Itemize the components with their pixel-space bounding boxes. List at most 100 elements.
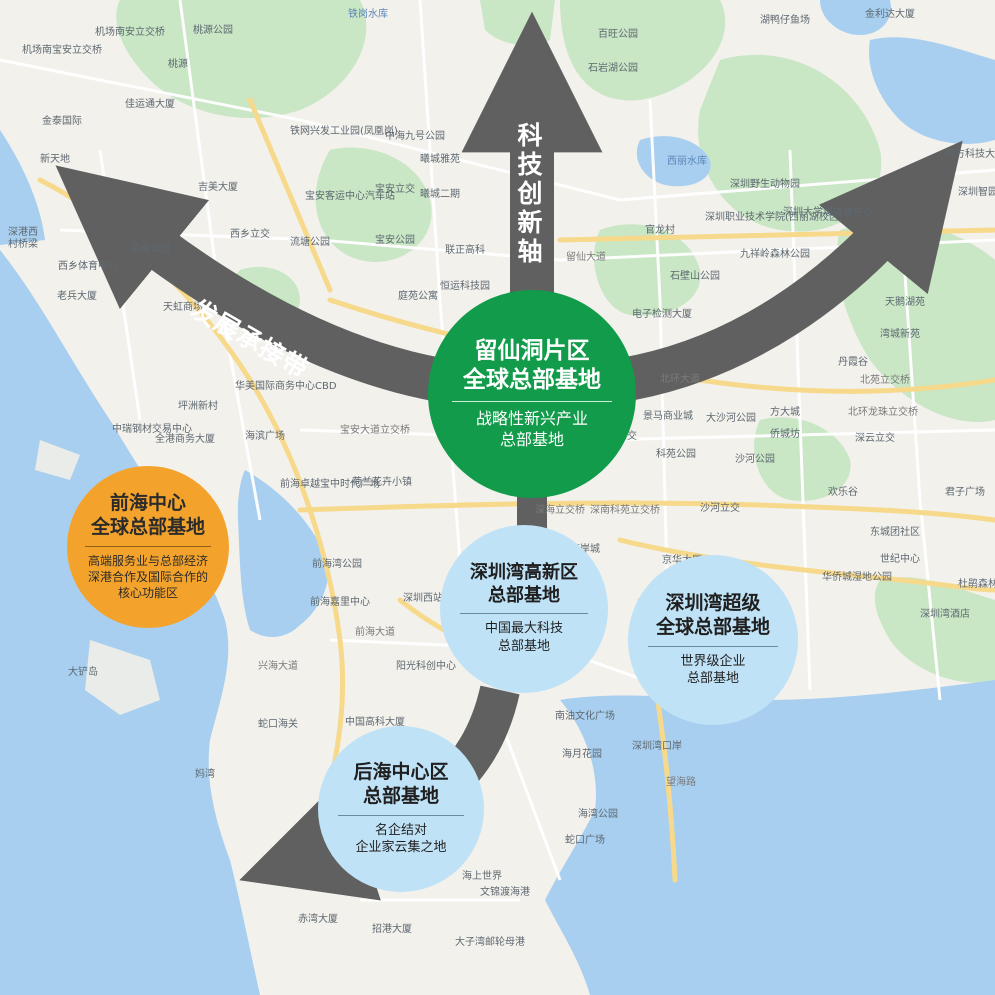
map-label: 村桥梁 [8,239,38,250]
map-label: 深港西 [8,227,38,238]
hub-desc: 总部基地 [499,430,564,450]
map-label: 君子广场 [945,487,985,498]
map-label: 深海立交桥 [535,505,585,516]
map-label: 深圳西站 [403,593,443,604]
map-label: 蛇口广场 [565,835,605,846]
hub-desc: 企业家云集之地 [355,840,447,856]
hub-title: 前海中心 [109,492,186,515]
hub-desc: 深港合作及国际合作的 [87,570,208,585]
map-label: 世纪中心 [880,554,920,565]
map-label: 老兵大厦 [57,291,97,302]
map-label: 新天地 [40,154,70,165]
hub-qianhai: 前海中心 全球总部基地 高端服务业与总部经济 深港合作及国际合作的 核心功能区 [67,466,229,628]
map-label: 海上世界 [462,871,502,882]
map-label: 华侨城湿地公园 [822,572,892,583]
hub-title: 总部基地 [488,584,560,606]
map-label: 吉美大厦 [198,182,238,193]
map-label: 机场南安立交桥 [95,27,165,38]
map-label: 九祥岭森林公园 [740,249,810,260]
map-label: 大子湾邮轮母港 [455,937,525,948]
arrow-left [55,165,444,402]
map-label: 西乡立交 [230,229,270,240]
axis-label-tech-innovation: 科技创新轴 [514,122,543,267]
map-label: 妈湾 [195,769,215,780]
map-label: 荷兰花卉小镇 [352,477,412,488]
map-label: 湖鸭仔鱼场 [760,15,810,26]
map-label: 西丽水库 [667,156,707,167]
map-label: 曦城雅苑 [420,154,460,165]
hub-title: 后海中心区 [353,761,449,784]
map-label: 宝安公园 [375,235,415,246]
map-label: 桃源公园 [193,25,233,36]
map-label: 大沙河公园 [706,413,756,424]
map-label: 招港大厦 [372,924,412,935]
map-label: 西乡体育中心 [58,261,118,272]
map-label: 天鹅湖苑 [885,297,925,308]
map-label: 宝安大道立交桥 [340,425,410,436]
map-label: 方大城 [770,407,800,418]
map-label: 官龙村 [645,225,675,236]
map-label: 杜鹃森林自然保护 [958,579,995,590]
hub-desc: 核心功能区 [117,586,178,601]
map-label: 深圳野生动物园 [730,179,800,190]
hub-shenzhen-bay-hightech: 深圳湾高新区 总部基地 中国最大科技 总部基地 [440,525,608,693]
map-label: 金利达大厦 [865,9,915,20]
hub-title: 总部基地 [362,784,439,807]
map-label: 丹霞谷 [838,357,868,368]
map-label: 恒运科技园 [440,281,490,292]
map-label: 机场南宝安立交桥 [22,45,102,56]
hub-desc: 总部基地 [497,639,550,654]
map-label: 铁网兴发工业园(凤凰岗) [290,126,398,137]
hub-divider [452,400,612,402]
hub-title: 全球总部基地 [463,366,601,393]
map-label: 海湾公园 [578,809,618,820]
map-label: 深圳职业技术学院(西丽湖校区) [705,212,843,223]
hub-title: 全球总部基地 [655,615,770,638]
hub-divider [460,613,588,615]
map-label: 庭苑公寓 [398,291,438,302]
map-label: 景马商业城 [643,411,693,422]
map-label: 中海九号公园 [385,131,445,142]
map-label: 沙河立交 [700,503,740,514]
map-label: 芷峰公园 [130,244,170,255]
map-label: 北苑立交桥 [860,375,910,386]
arrow-right [618,140,963,402]
map-label: 百旺公园 [598,29,638,40]
hub-desc: 名企结对 [374,822,427,838]
hub-divider [338,814,464,816]
map-label: 前海湾公园 [312,559,362,570]
hub-desc: 世界级企业 [680,653,746,669]
map-label: 宝安立交 [375,184,415,195]
hub-divider [85,545,211,547]
hub-shenzhen-bay-super: 深圳湾超级 全球总部基地 世界级企业 总部基地 [628,555,798,725]
map-label: 科苑公园 [656,449,696,460]
map-label: 桃源 [168,59,188,70]
hub-divider [648,645,778,647]
map-label: 阳光科创中心 [396,661,456,672]
map-label: 深南科苑立交桥 [590,505,660,516]
map-label: 天虹商场 [163,302,203,313]
map-label: 前海大道 [355,627,395,638]
map-label: 东城团社区 [870,527,920,538]
map-label: 坪洲新村 [178,401,218,412]
map-label: 联正高科 [445,245,485,256]
map-label: 深圳大学城体育中心 [783,207,873,218]
hub-title: 深圳湾高新区 [470,562,578,584]
hub-title: 全球总部基地 [90,516,205,539]
map-label: 石壁山公园 [670,271,720,282]
map-label: 南方科技大学 [945,149,995,160]
map-label: 佳运通大厦 [125,99,175,110]
map-label: 赤湾大厦 [298,914,338,925]
map-label: 铁岗水库 [348,9,388,20]
hub-title: 留仙洞片区 [474,338,590,365]
map-label: 南油文化广场 [555,711,615,722]
map-label: 深圳湾口岸 [632,741,682,752]
map-label: 侨城坊 [770,429,800,440]
map-label: 海滨广场 [245,431,285,442]
map-label: 前海卓越宝中时代广场 [280,479,380,490]
map-label: 沙河公园 [735,454,775,465]
map-label: 石岩湖公园 [588,63,638,74]
map-label: 深圳湾酒店 [920,609,970,620]
map-label: 欢乐谷 [828,487,858,498]
